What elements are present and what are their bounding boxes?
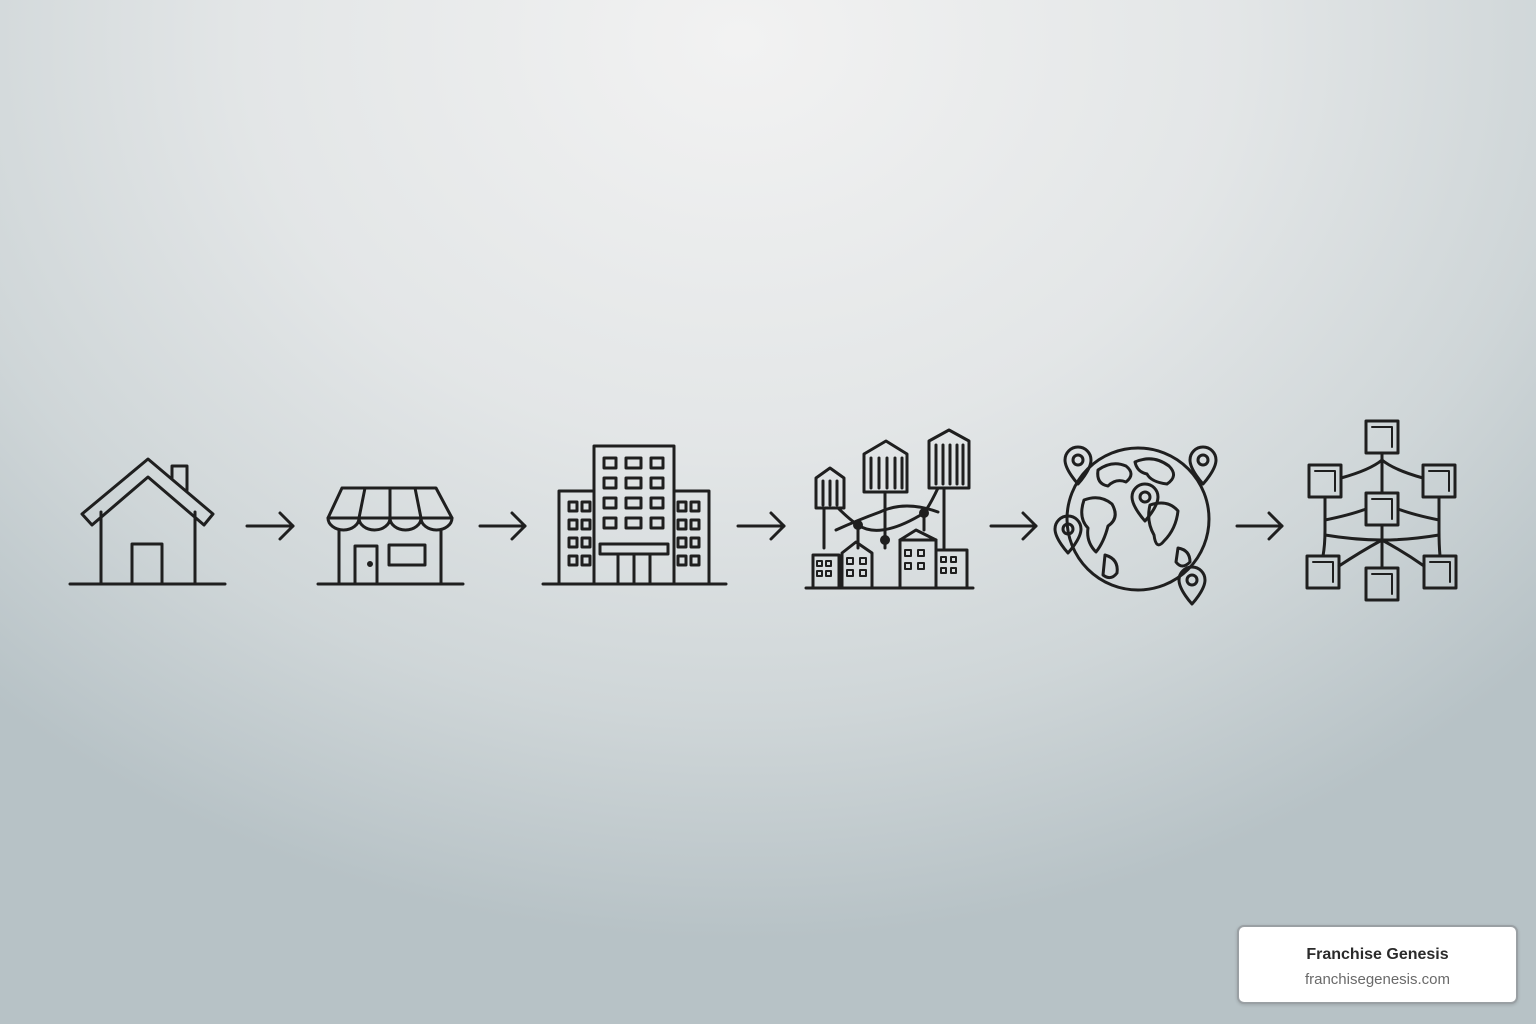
brand-url: franchisegenesis.com <box>1304 971 1451 988</box>
house-icon <box>68 457 227 586</box>
brand-name: Franchise Genesis <box>1306 946 1449 963</box>
globe-location-pins-icon <box>1053 445 1218 606</box>
right-arrow-icon <box>736 511 786 541</box>
brand-badge: Franchise Genesis franchisegenesis.com <box>1237 925 1518 1004</box>
right-arrow-icon <box>245 511 295 541</box>
network-hub-icon <box>1305 419 1458 602</box>
connected-city-network-icon <box>804 428 975 590</box>
office-building-icon <box>541 444 728 586</box>
right-arrow-icon <box>478 511 527 541</box>
right-arrow-icon <box>1235 511 1284 541</box>
right-arrow-icon <box>989 511 1038 541</box>
storefront-icon <box>316 486 465 586</box>
